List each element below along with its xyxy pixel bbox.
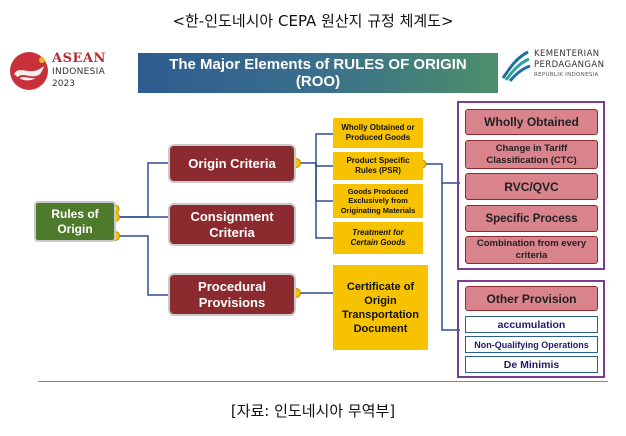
consignment-label-line2: Criteria: [209, 224, 255, 240]
psr-combination: Combination from every criteria: [465, 236, 598, 264]
banner-title: The Major Elements of RULES OF ORIGIN: [169, 56, 467, 73]
psr-item-4-label: Specific Process: [485, 212, 578, 225]
accumulation-box: accumulation: [465, 316, 598, 333]
origin-item-2-line2: Rules (PSR): [355, 166, 401, 175]
goods-produced-exclusively-box: Goods Produced Exclusively from Originat…: [333, 184, 423, 218]
consignment-label-line1: Consignment: [190, 208, 274, 224]
asean-logo-subtitle: INDONESIA: [52, 67, 106, 77]
treatment-certain-goods-box: Treatment for Certain Goods: [333, 222, 423, 254]
top-caption: <한-인도네시아 CEPA 원산지 규정 체계도>: [172, 11, 454, 30]
psr-change-tariff-classification: Change in Tariff Classification (CTC): [465, 140, 598, 169]
psr-item-5-line2: criteria: [515, 250, 548, 261]
procedural-provisions-box: Procedural Provisions: [168, 273, 296, 316]
ministry-logo-line3: REPUBLIK INDONESIA: [534, 72, 599, 78]
origin-item-4-line1: Treatment for: [352, 228, 404, 237]
de-minimis-box: De Minimis: [465, 356, 598, 373]
banner-subtitle: (ROO): [295, 73, 341, 90]
psr-item-2-line1: Change in Tariff: [495, 142, 568, 154]
non-qualifying-label: Non-Qualifying Operations: [474, 339, 589, 350]
root-line2: Origin: [57, 221, 93, 236]
product-specific-rules-box: Product Specific Rules (PSR): [333, 152, 423, 180]
origin-item-3-line1: Goods Produced: [347, 186, 409, 196]
origin-item-2-line1: Product Specific: [346, 156, 410, 165]
asean-logo-year: 2023: [52, 79, 75, 89]
accumulation-label: accumulation: [497, 318, 566, 331]
asean-logo-title: ASEAN: [52, 51, 106, 66]
psr-rvc-qvc: RVC/QVC: [465, 173, 598, 200]
de-minimis-label: De Minimis: [503, 358, 560, 371]
origin-item-4-line2: Certain Goods: [350, 238, 406, 247]
root-rules-of-origin: Rules of Origin: [34, 201, 116, 242]
psr-item-2-line2: Classification (CTC): [486, 154, 577, 166]
origin-item-3-line2: Exclusively from: [348, 196, 408, 206]
ministry-logo: [500, 48, 620, 88]
procedural-item-line4: Document: [353, 322, 408, 335]
title-banner: The Major Elements of RULES OF ORIGIN (R…: [138, 53, 498, 93]
psr-item-1-label: Wholly Obtained: [484, 115, 579, 129]
procedural-item-line1: Certificate of: [346, 280, 415, 293]
certificate-of-origin-box: Certificate of Origin Transportation Doc…: [333, 265, 428, 350]
procedural-item-line2: Origin: [364, 294, 397, 307]
origin-criteria-box: Origin Criteria: [168, 144, 296, 183]
psr-criteria-frame: [457, 101, 605, 270]
origin-item-1-line1: Wholly Obtained or: [341, 123, 415, 132]
origin-item-3-line3: Originating Materials: [340, 205, 416, 215]
procedural-label-line1: Procedural: [198, 278, 266, 294]
ministry-logo-line2: PERDAGANGAN: [534, 60, 605, 70]
root-line1: Rules of: [51, 206, 99, 221]
consignment-criteria-box: Consignment Criteria: [168, 203, 296, 246]
asean-indonesia-logo: [8, 48, 138, 96]
procedural-label-line2: Provisions: [198, 294, 266, 310]
psr-item-3-label: RVC/QVC: [504, 179, 559, 194]
source-caption: [자료: 인도네시아 무역부]: [230, 401, 396, 420]
ministry-emblem-icon: [501, 50, 531, 82]
asean-emblem-icon: [10, 52, 48, 90]
psr-specific-process: Specific Process: [465, 205, 598, 232]
origin-criteria-label: Origin Criteria: [188, 156, 276, 171]
other-provision-frame: [457, 280, 605, 378]
non-qualifying-operations-box: Non-Qualifying Operations: [465, 336, 598, 353]
other-provision-label: Other Provision: [486, 291, 577, 306]
bottom-divider: [38, 381, 608, 382]
origin-item-1-line2: Produced Goods: [345, 133, 411, 142]
wholly-obtained-produced-box: Wholly Obtained or Produced Goods: [333, 118, 423, 148]
other-provision-title: Other Provision: [465, 286, 598, 311]
psr-item-5-line1: Combination from every: [476, 238, 587, 249]
ministry-logo-line1: KEMENTERIAN: [534, 49, 600, 59]
procedural-item-line3: Transportation: [341, 308, 419, 321]
psr-wholly-obtained: Wholly Obtained: [465, 109, 598, 135]
